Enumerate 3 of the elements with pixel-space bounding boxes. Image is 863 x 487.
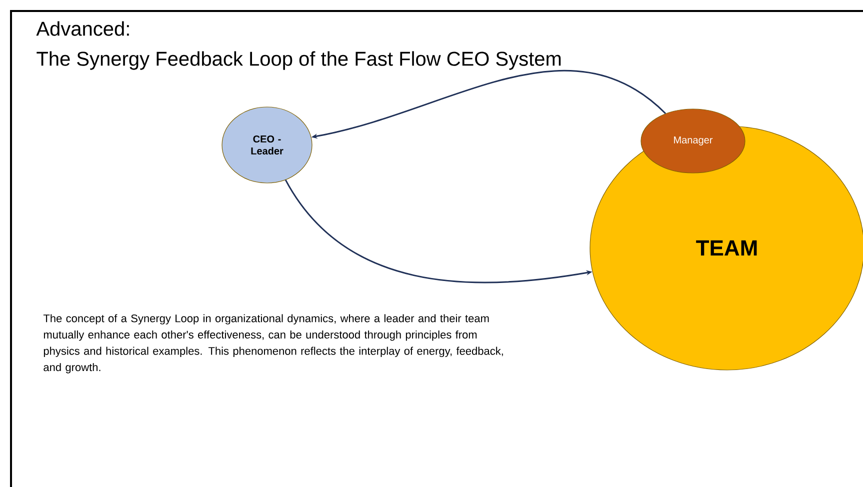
description-paragraph: The concept of a Synergy Loop in organizational dynamics, where a leader and their team mutually enhance each other's effectiveness, can be understood through principles from physics and historical examples. This phenomenon reflects the interplay of energy, feedback, and growth. [43,314,503,374]
subtitle: The Synergy Feedback Loop of the Fast Flow CEO System [36,51,561,70]
title: Advanced: [36,21,129,36]
